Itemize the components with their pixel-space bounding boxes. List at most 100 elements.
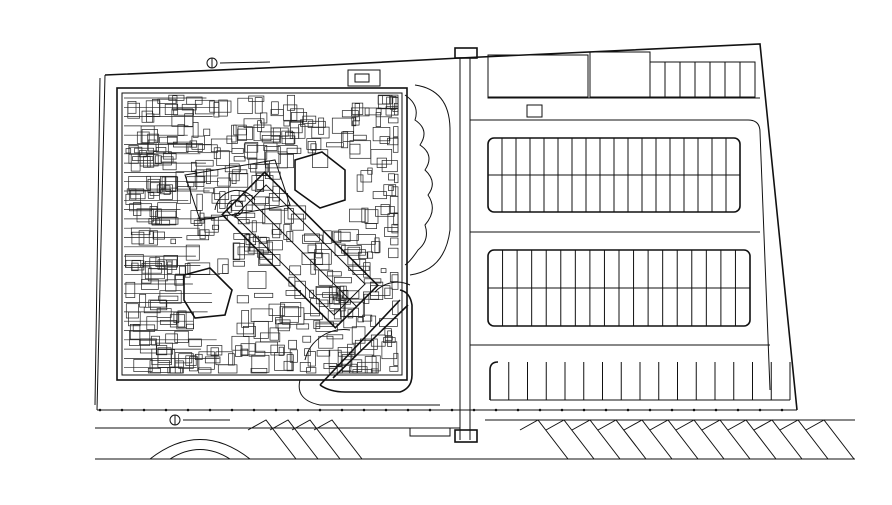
room (296, 323, 310, 330)
room (204, 216, 219, 233)
room (271, 229, 282, 235)
room (240, 348, 249, 357)
room (265, 151, 288, 169)
room (251, 220, 257, 233)
room (197, 217, 215, 236)
room (370, 285, 391, 296)
room (290, 120, 303, 134)
room (203, 187, 214, 194)
room (267, 240, 283, 251)
room (360, 338, 378, 350)
room (329, 294, 342, 309)
angled-stall (623, 419, 673, 460)
room (356, 234, 376, 245)
angled-stall (779, 419, 829, 460)
room (269, 327, 279, 341)
room (361, 207, 369, 223)
room (265, 197, 280, 206)
room (390, 237, 399, 246)
room (128, 176, 151, 191)
room (383, 184, 397, 196)
room (149, 360, 170, 373)
room (340, 285, 347, 301)
room (237, 97, 253, 114)
street (95, 419, 855, 460)
angled-stall (247, 419, 297, 460)
room (277, 145, 298, 155)
room (152, 231, 165, 240)
room (289, 127, 300, 139)
room (365, 223, 377, 229)
boundary-marker (142, 408, 146, 412)
room (165, 279, 177, 292)
room (379, 136, 390, 144)
angled-parking-right (519, 419, 855, 460)
room (158, 295, 179, 301)
room (288, 339, 297, 350)
north-arrow-icon (206, 57, 271, 69)
room (147, 139, 157, 152)
room (333, 231, 351, 242)
courtyard-north (294, 151, 346, 209)
room (332, 230, 342, 244)
room (280, 302, 302, 317)
room (315, 242, 322, 259)
room (131, 262, 139, 272)
boundary-markers (98, 408, 784, 412)
room (375, 206, 395, 217)
room (263, 142, 278, 151)
boundary-marker (340, 408, 344, 412)
room (290, 108, 304, 123)
room (132, 324, 156, 332)
north-gate (454, 47, 478, 59)
room (307, 141, 317, 154)
room (307, 120, 326, 128)
room (322, 292, 339, 298)
room (264, 146, 281, 165)
room (388, 117, 399, 124)
room (316, 350, 331, 357)
entrance-canopy (304, 281, 411, 386)
room (388, 247, 399, 259)
room (289, 349, 298, 363)
room (217, 258, 229, 274)
boundary-marker (98, 408, 102, 412)
room (349, 140, 372, 159)
room (237, 219, 250, 225)
room (279, 306, 299, 323)
room (349, 208, 366, 223)
room (323, 363, 337, 369)
room (148, 218, 161, 225)
room (141, 129, 158, 144)
room (372, 191, 387, 200)
room (157, 98, 177, 104)
room (155, 210, 177, 226)
angled-stall (753, 419, 803, 460)
room (232, 260, 245, 267)
room (125, 259, 142, 268)
boundary-marker (120, 408, 124, 412)
room (146, 316, 158, 330)
room (326, 142, 344, 148)
room (191, 161, 197, 172)
room (362, 314, 373, 322)
room (175, 171, 198, 190)
room (163, 255, 178, 268)
room (159, 290, 182, 304)
room (139, 339, 156, 346)
room (133, 359, 153, 372)
room (257, 120, 262, 132)
room (315, 287, 333, 305)
room (312, 149, 329, 168)
room (302, 234, 323, 244)
boundary-marker (538, 408, 542, 412)
room (139, 338, 157, 354)
driveway-loop (409, 84, 451, 276)
boundary-marker (472, 408, 476, 412)
room (384, 287, 393, 299)
room (307, 351, 316, 367)
room (172, 95, 178, 111)
room (234, 212, 256, 218)
room (286, 147, 302, 154)
room (179, 265, 186, 275)
